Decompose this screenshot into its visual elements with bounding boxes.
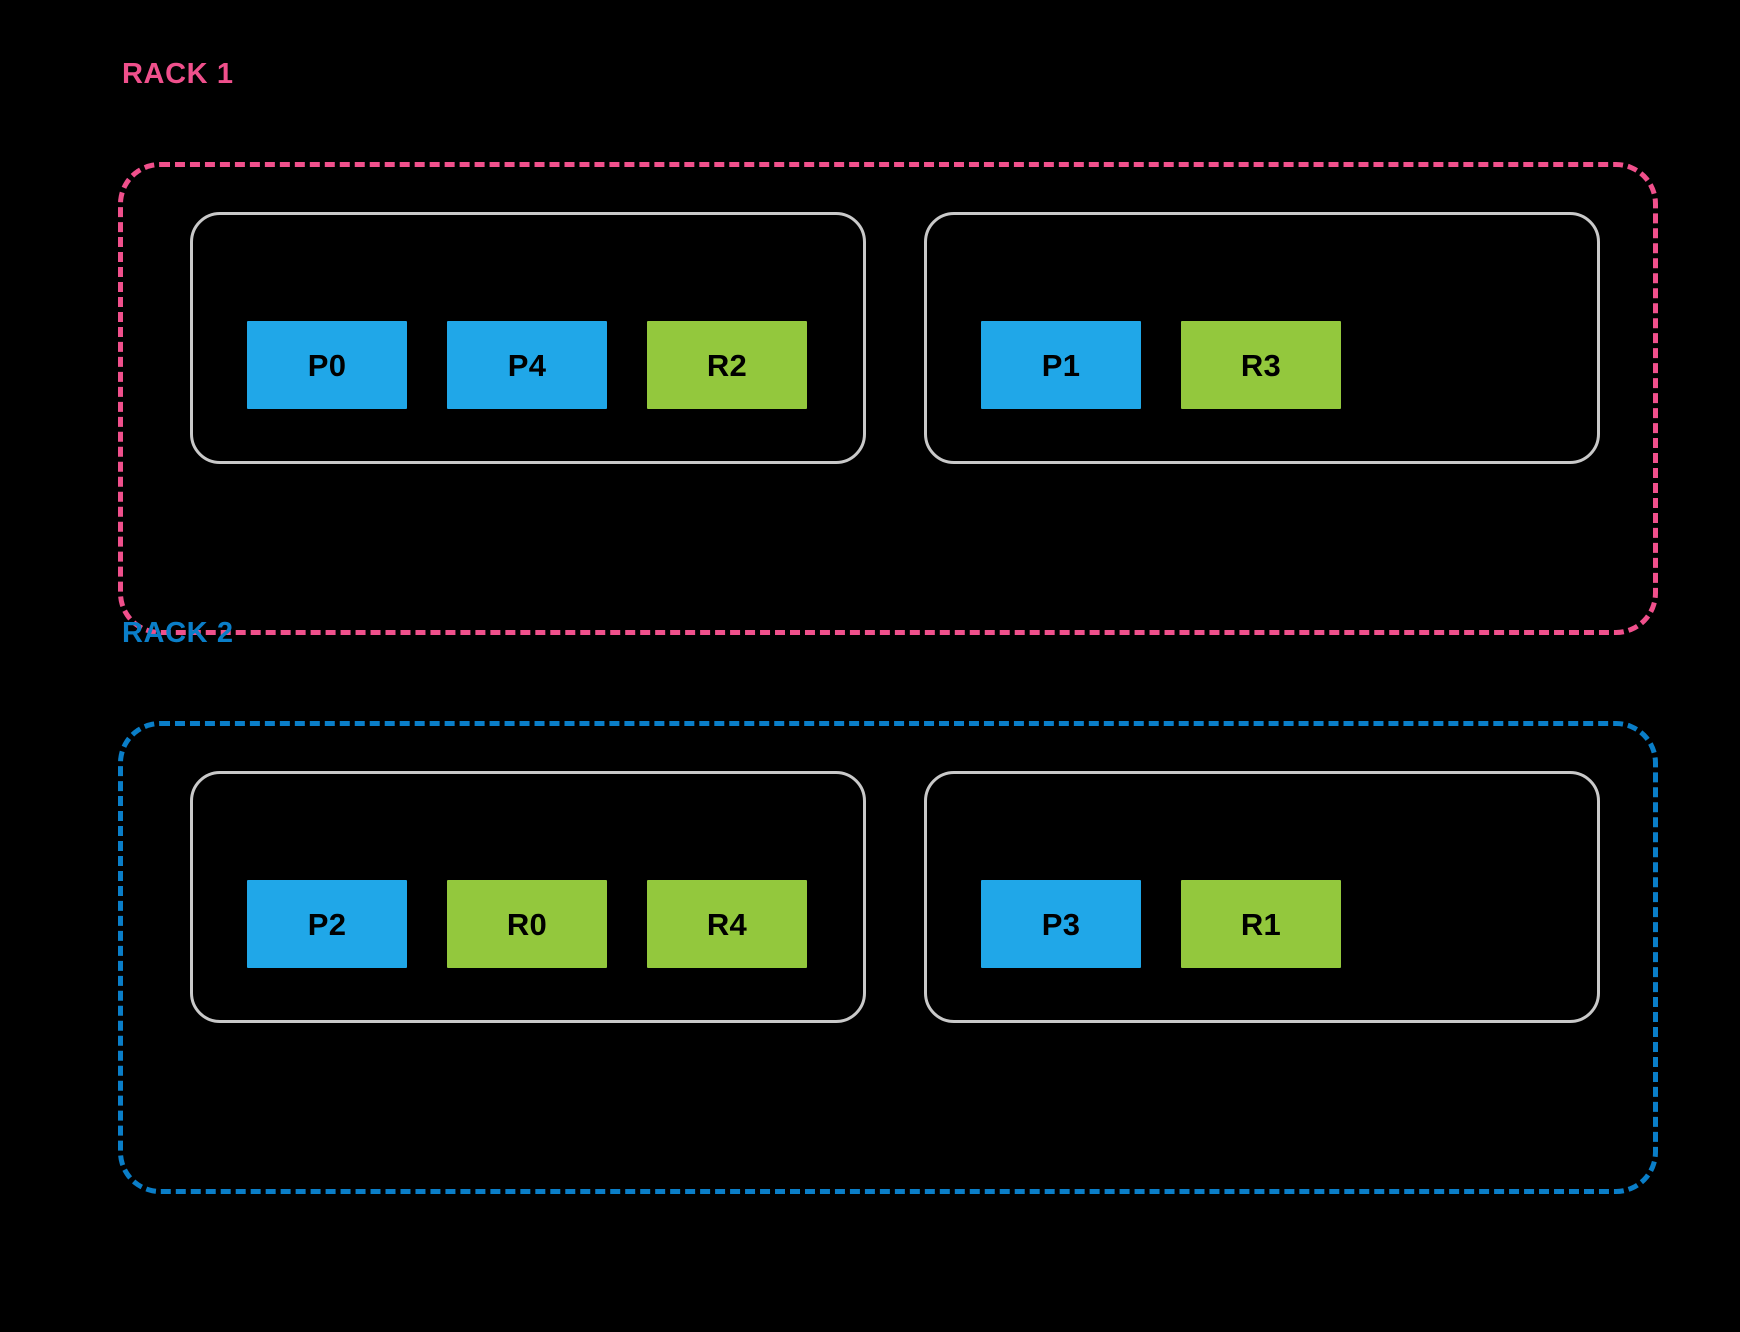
node-p4[interactable]: P4	[447, 321, 607, 409]
node-r1[interactable]: R1	[1181, 880, 1341, 968]
node-p2[interactable]: P2	[247, 880, 407, 968]
broker-3[interactable]: P2 R0 R4	[190, 771, 866, 1023]
node-r2[interactable]: R2	[647, 321, 807, 409]
node-p3[interactable]: P3	[981, 880, 1141, 968]
broker-3-node-list: P2 R0 R4	[247, 880, 807, 968]
rack-1-boundary: P0 P4 R2 P1 R3	[118, 162, 1658, 635]
rack-2-boundary: P2 R0 R4 P3 R1	[118, 721, 1658, 1194]
node-r3[interactable]: R3	[1181, 321, 1341, 409]
broker-4-node-list: P3 R1	[981, 880, 1341, 968]
rack-2-label: RACK 2	[122, 617, 234, 649]
broker-1[interactable]: P0 P4 R2	[190, 212, 866, 464]
rack-1-broker-row: P0 P4 R2 P1 R3	[190, 212, 1600, 464]
broker-4[interactable]: P3 R1	[924, 771, 1600, 1023]
broker-2-node-list: P1 R3	[981, 321, 1341, 409]
node-r4[interactable]: R4	[647, 880, 807, 968]
node-p0[interactable]: P0	[247, 321, 407, 409]
broker-1-node-list: P0 P4 R2	[247, 321, 807, 409]
rack-1-label: RACK 1	[122, 58, 234, 90]
rack-2-broker-row: P2 R0 R4 P3 R1	[190, 771, 1600, 1023]
node-p1[interactable]: P1	[981, 321, 1141, 409]
node-r0[interactable]: R0	[447, 880, 607, 968]
broker-2[interactable]: P1 R3	[924, 212, 1600, 464]
